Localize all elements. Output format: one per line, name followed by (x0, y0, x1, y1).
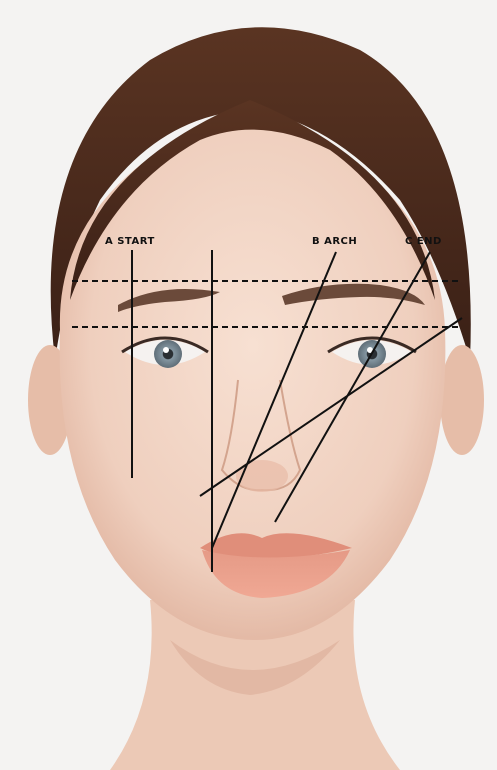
left-eye-highlight (163, 347, 169, 353)
nose-tip (236, 460, 288, 492)
left-iris (154, 340, 182, 368)
label-start: A START (105, 236, 155, 247)
label-end: C END (405, 236, 442, 247)
label-arch: B ARCH (312, 236, 357, 247)
right-ear (440, 345, 484, 455)
